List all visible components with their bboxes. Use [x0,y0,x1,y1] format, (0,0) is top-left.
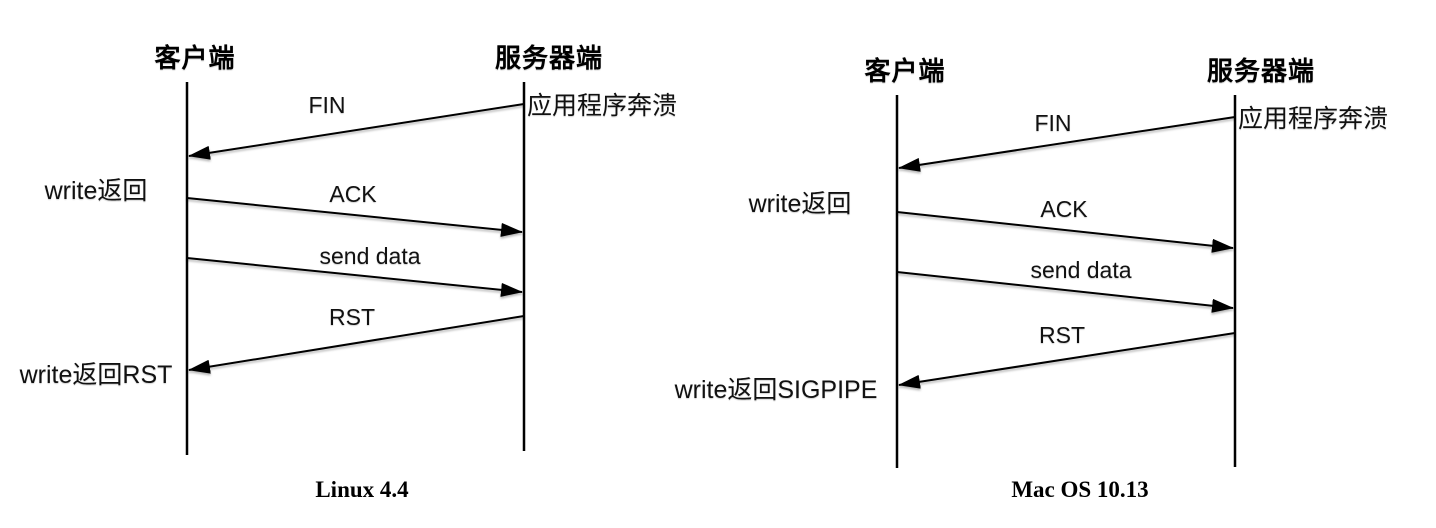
ack-arrow-right [896,211,1234,253]
ack-arrow-left [186,197,523,237]
write-return-note-left: write返回 [44,177,148,205]
server-actor-label-right: 服务器端 [1206,56,1316,86]
ack-message-label-right: ACK [1040,196,1088,222]
fin-message-label-left: FIN [308,92,346,118]
rst-arrow-right [898,332,1236,389]
server-actor-label-left: 服务器端 [494,43,604,73]
ack-message-label-left: ACK [329,181,377,207]
write-return-note-right: write返回 [748,190,852,218]
diagram-caption-left: Linux 4.4 [315,477,409,502]
send-data-arrow-left [186,257,523,297]
server-crash-note-left: 应用程序奔溃 [527,92,678,120]
rst-message-label-left: RST [329,304,375,330]
server-crash-note-right: 应用程序奔溃 [1238,105,1389,133]
client-actor-label-right: 客户端 [864,56,946,86]
rst-arrow-left [188,315,525,374]
send-data-message-label-right: send data [1030,257,1132,283]
fin-message-label-right: FIN [1034,110,1072,136]
diagram-caption-right: Mac OS 10.13 [1011,477,1149,502]
client-actor-label-left: 客户端 [154,43,236,73]
write-result-note-left: write返回RST [19,361,173,389]
send-data-arrow-right [896,271,1234,313]
send-data-message-label-left: send data [319,243,421,269]
fin-arrow-left [188,103,525,160]
rst-message-label-right: RST [1039,322,1085,348]
fin-arrow-right [898,116,1236,172]
write-result-note-right: write返回SIGPIPE [674,376,878,404]
